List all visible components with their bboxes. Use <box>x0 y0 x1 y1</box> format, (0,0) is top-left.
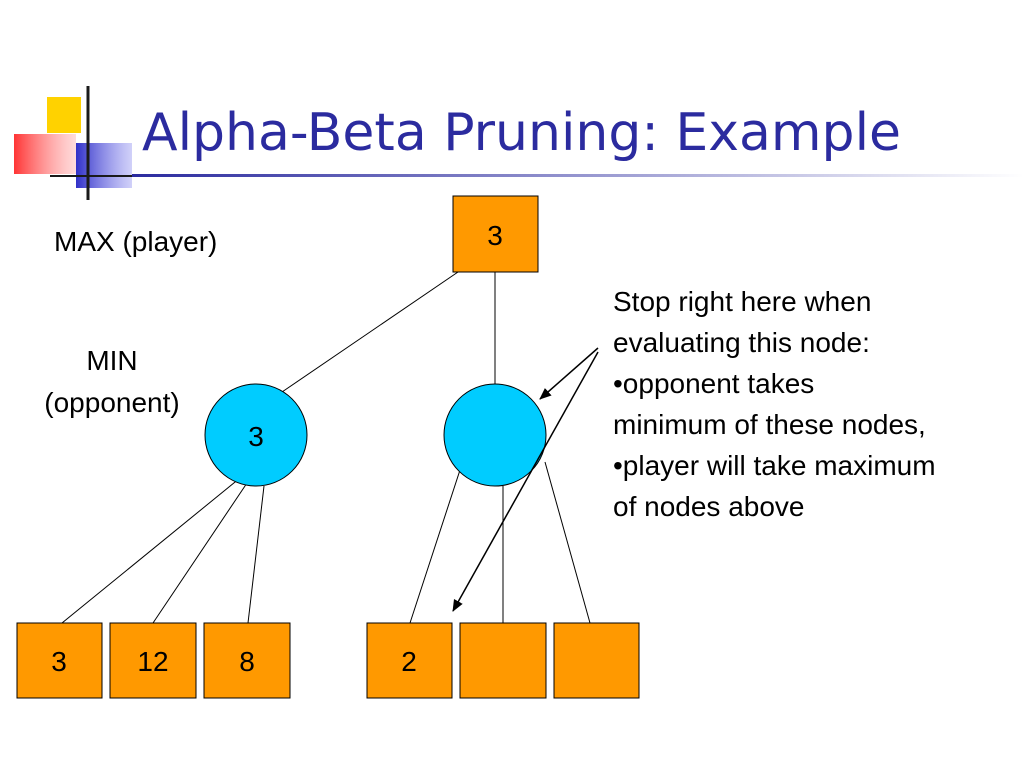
annotation-line-5: •player will take maximum <box>613 450 936 481</box>
annotation-line-4: minimum of these nodes, <box>613 409 926 440</box>
annotation-line-3: •opponent takes <box>613 368 814 399</box>
min-label-line1: MIN <box>86 345 137 376</box>
arrow-to-min-node <box>539 347 599 400</box>
edge-min-left-leaf-2 <box>152 482 248 624</box>
deco-red-square <box>14 134 76 174</box>
min-node-left-circle <box>204 383 308 487</box>
leaf-value-3: 8 <box>239 646 255 677</box>
leaf-node-1: 3 <box>16 622 103 699</box>
leaf-box-3 <box>203 622 291 699</box>
min-node-left-value: 3 <box>248 421 264 452</box>
annotation-line-6: of nodes above <box>613 491 805 522</box>
title-decoration <box>14 86 133 200</box>
max-root-box <box>452 195 539 273</box>
leaf-value-2: 12 <box>137 646 168 677</box>
leaf-node-4: 2 <box>366 622 453 699</box>
edge-min-left-leaf-1 <box>61 477 241 624</box>
annotation-line-2: evaluating this node: <box>613 327 870 358</box>
min-node-right <box>443 383 547 487</box>
leaf-node-6 <box>553 622 640 699</box>
annotation-arrows <box>452 347 599 612</box>
max-player-label: MAX (player) <box>54 226 217 257</box>
edge-min-right-leaf-4 <box>409 469 461 624</box>
min-label-line2: (opponent) <box>44 387 179 418</box>
leaf-box-6 <box>553 622 640 699</box>
slide-title: Alpha-Beta Pruning: Example <box>142 103 901 163</box>
leaf-value-4: 2 <box>401 646 417 677</box>
leaf-node-5 <box>459 622 547 699</box>
min-node-left: 3 <box>204 383 308 487</box>
max-root-value: 3 <box>487 220 503 251</box>
leaf-node-2: 12 <box>109 622 197 699</box>
edge-root-min-left <box>281 271 459 393</box>
max-root-node: 3 <box>452 195 539 273</box>
leaf-box-4 <box>366 622 453 699</box>
tree-edges <box>61 271 591 624</box>
leaf-node-3: 8 <box>203 622 291 699</box>
leaf-box-5 <box>459 622 547 699</box>
min-node-right-circle <box>443 383 547 487</box>
annotation-line-1: Stop right here when <box>613 286 871 317</box>
leaf-value-1: 3 <box>51 646 67 677</box>
edge-min-right-leaf-6 <box>544 461 591 624</box>
deco-yellow-square <box>47 97 81 133</box>
edge-min-left-leaf-3 <box>247 485 265 624</box>
leaf-nodes: 3 12 8 2 <box>16 622 640 699</box>
deco-blue-square <box>76 143 132 188</box>
arrow-to-leaf-2 <box>452 351 599 612</box>
title-rule <box>132 174 1024 177</box>
leaf-box-1 <box>16 622 103 699</box>
leaf-box-2 <box>109 622 197 699</box>
annotation-text: Stop right here when evaluating this nod… <box>613 286 936 522</box>
